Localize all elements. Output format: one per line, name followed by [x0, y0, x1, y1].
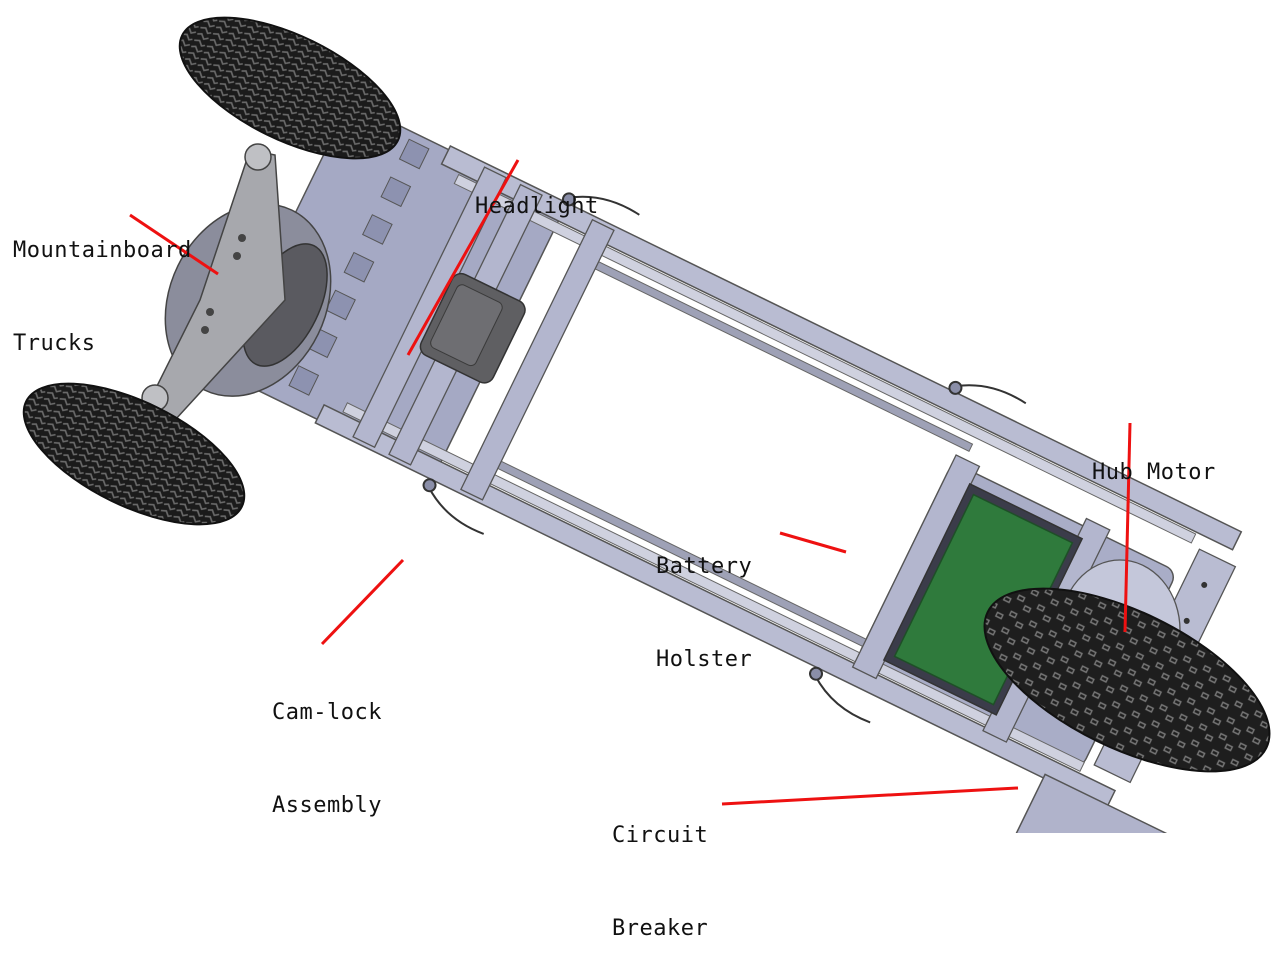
camlock-levers [422, 192, 1027, 724]
right-rail [314, 403, 1117, 810]
leader-hub-motor [1123, 422, 1132, 633]
hub-motor-wheel [983, 559, 1271, 773]
mountainboard-trucks [141, 143, 332, 421]
leader-trucks [129, 213, 219, 276]
label-battery-holster: Battery Holster [656, 554, 753, 672]
deck-notches [288, 138, 430, 396]
leader-lines [129, 159, 1132, 806]
leader-camlock [320, 558, 405, 646]
label-circuit-breaker: Circuit Breaker [612, 823, 709, 941]
circuit-breaker-box [1013, 773, 1168, 833]
leader-breaker [721, 786, 1019, 806]
leader-headlight [406, 159, 520, 356]
left-rail [440, 145, 1243, 551]
chassis-frame [226, 109, 1243, 833]
front-wheel-bottom [22, 382, 246, 526]
label-camlock-assembly: Cam-lock Assembly [272, 700, 382, 818]
label-hub-motor: Hub Motor [1092, 460, 1216, 485]
front-wheel-top [178, 16, 402, 160]
headlight-housing [419, 272, 526, 384]
label-mountainboard-trucks: Mountainboard Trucks [13, 238, 192, 356]
electric-mountainboard-diagram [22, 16, 1271, 833]
label-headlight: Headlight [475, 194, 599, 219]
leader-battery [779, 531, 847, 554]
